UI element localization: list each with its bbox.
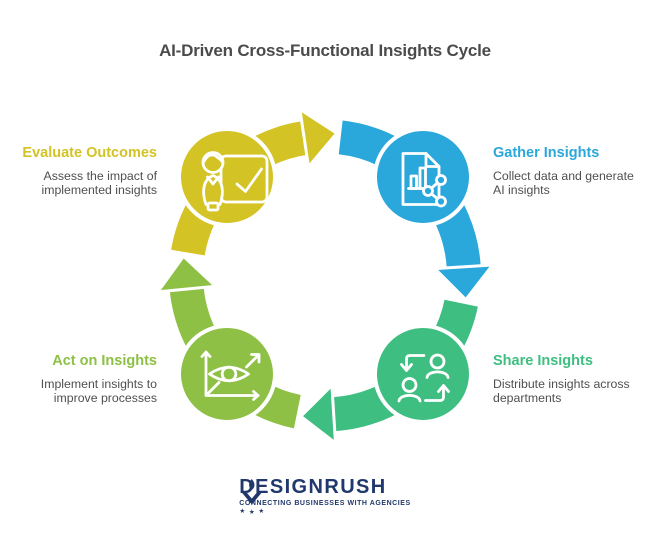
node-text-gather: Gather Insights Collect data and generat… [493, 145, 650, 197]
node-description-act: Implement insights to improve processes [40, 377, 157, 405]
node-circle-evaluate [177, 127, 277, 227]
node-circle-gather [373, 127, 473, 227]
node-label-gather: Gather Insights [493, 145, 600, 161]
svg-text:★: ★ [249, 508, 255, 515]
arrowhead-right-icon [298, 107, 339, 169]
arrowhead-left-icon [299, 383, 337, 445]
node-circle-act [177, 324, 277, 424]
eye-growth-chart-icon [200, 350, 261, 401]
node-description-share: Distribute insights across departments [493, 377, 630, 405]
node-label-evaluate: Evaluate Outcomes [22, 145, 157, 161]
node-text-act: Act on Insights Implement insights to im… [0, 353, 157, 405]
page-title: AI-Driven Cross-Functional Insights Cycl… [159, 41, 491, 60]
arrowhead-down-icon [433, 263, 495, 302]
node-description-evaluate: Assess the impact of implemented insight… [41, 169, 157, 197]
brand-name: DESIGNRUSH [239, 476, 387, 498]
node-label-act: Act on Insights [52, 353, 157, 369]
arrowhead-up-icon [156, 254, 218, 294]
node-text-share: Share Insights Distribute insights acros… [493, 353, 650, 405]
footer-logo: ★ ★ ★ DESIGNRUSH CONNECTING BUSINESSES W… [239, 476, 411, 516]
svg-text:★: ★ [239, 507, 245, 515]
person-checkboard-icon [201, 151, 269, 212]
brand-block: DESIGNRUSH CONNECTING BUSINESSES WITH AG… [239, 476, 411, 508]
document-chart-share-icon [401, 152, 447, 208]
node-label-share: Share Insights [493, 353, 593, 369]
node-text-evaluate: Evaluate Outcomes Assess the impact of i… [0, 145, 157, 197]
node-circle-share [373, 324, 473, 424]
people-exchange-icon [397, 353, 450, 403]
designrush-torch-icon: ★ ★ ★ [239, 479, 264, 515]
svg-text:★: ★ [258, 507, 264, 515]
brand-tagline: CONNECTING BUSINESSES WITH AGENCIES [239, 500, 411, 507]
node-description-gather: Collect data and generate AI insights [493, 169, 634, 197]
